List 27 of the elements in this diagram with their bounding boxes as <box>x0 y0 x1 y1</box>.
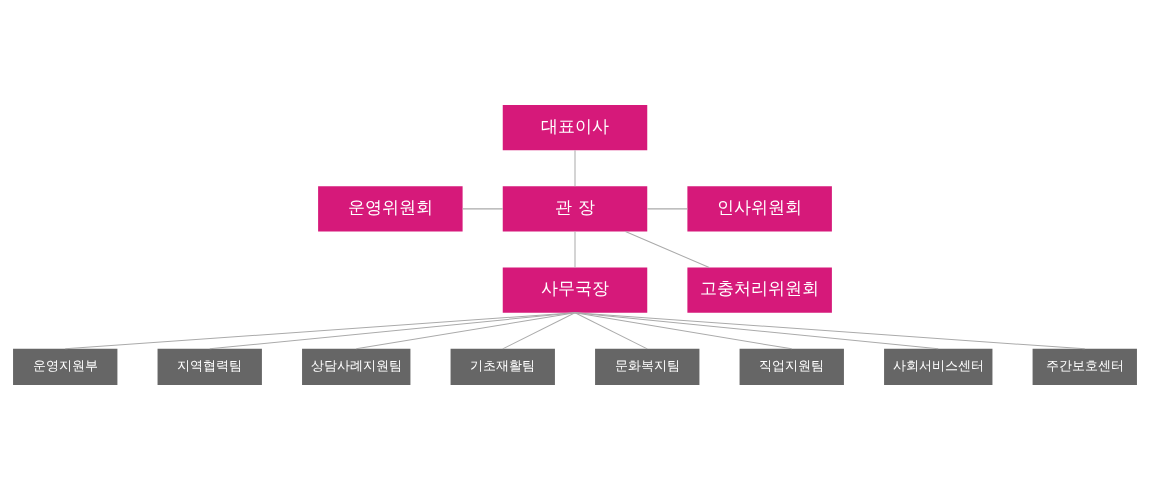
connector <box>646 208 688 210</box>
node-box: 사회서비스센터 <box>884 348 993 385</box>
node-box: 운영지원부 <box>13 348 118 385</box>
connector <box>574 312 648 350</box>
node-box: 운영위원회 <box>318 186 463 232</box>
node-box: 직업지원팀 <box>739 348 844 385</box>
connector <box>574 312 793 350</box>
connector <box>624 231 710 268</box>
connector <box>574 312 939 350</box>
connector <box>209 312 576 350</box>
node-box: 관 장 <box>502 186 648 232</box>
node-box: 인사위원회 <box>687 186 832 232</box>
node-box: 사무국장 <box>502 267 648 313</box>
node-box: 지역협력팀 <box>157 348 262 385</box>
connector <box>462 208 504 210</box>
connector <box>64 312 576 350</box>
connector <box>574 149 576 187</box>
node-box: 기초재활팀 <box>450 348 555 385</box>
connector <box>502 312 576 350</box>
connector <box>574 312 1086 350</box>
node-box: 대표이사 <box>502 105 648 151</box>
node-box: 고충처리위원회 <box>687 267 832 313</box>
node-box: 상담사례지원팀 <box>302 348 411 385</box>
node-box: 문화복지팀 <box>595 348 700 385</box>
connector <box>355 312 576 350</box>
connector <box>574 231 576 268</box>
node-box: 주간보호센터 <box>1032 348 1137 385</box>
